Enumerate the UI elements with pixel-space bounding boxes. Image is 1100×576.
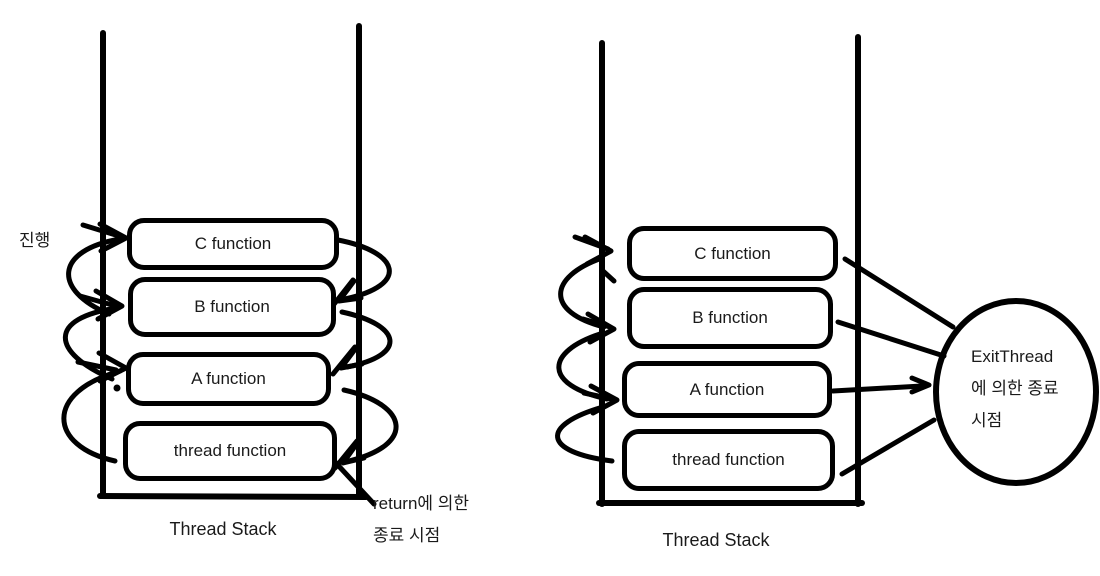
progress-arrow-shaft-b (77, 293, 119, 309)
connector-a-arrowhead (909, 375, 932, 395)
return-barb-a (330, 344, 358, 377)
left-stack-box-b-function: B function (128, 277, 336, 337)
connector-c-function (842, 256, 956, 330)
progress-label: 진행 (19, 231, 51, 250)
right-stack-box-b-function: B function (627, 287, 833, 349)
left-stack-box-a-function: A function (126, 352, 331, 406)
return-note-line1: return에 의한 (373, 494, 470, 513)
exitthread-note-line2: 에 의한 종료 (971, 379, 1059, 398)
right-stack-caption: Thread Stack (662, 530, 770, 550)
left-stack-box-thread-function: thread function (123, 421, 337, 481)
return-arc-c-to-b (335, 237, 392, 302)
progress-arrow-shaft-c (80, 222, 122, 239)
return-note: return에 의한 종료 시점 (373, 488, 469, 552)
progress-arrowhead-c (97, 221, 129, 254)
left-stack-box-c-function: C function (127, 218, 339, 270)
stray-dash (600, 268, 617, 284)
return-arc-a-to-thread (341, 387, 399, 464)
progress-arc-a-to-b (62, 305, 120, 382)
progress-arrow-shaft-a (75, 359, 119, 373)
left-stack-caption: Thread Stack (169, 519, 277, 539)
exitthread-note: ExitThread 에 의한 종료 시점 (971, 341, 1059, 437)
exitthread-note-line1: ExitThread (971, 347, 1054, 366)
return-note-line2: 종료 시점 (373, 526, 441, 545)
right-stack-frame (596, 34, 865, 507)
progress-arc-thread-to-a (61, 368, 123, 464)
return-arc-b-to-a (339, 309, 393, 370)
progress-arrowhead-b (93, 288, 125, 322)
progress-arc-bottom (555, 404, 615, 464)
left-stack-return-arrows (328, 237, 399, 507)
connector-thread-function (839, 417, 937, 477)
right-stack-progress-arrows (555, 234, 620, 464)
right-stack-box-thread-function: thread function (622, 429, 835, 491)
right-stack-box-a-function: A function (622, 361, 832, 418)
exit-connectors (830, 256, 956, 477)
exitthread-ellipse (933, 298, 1099, 486)
right-stack-box-c-function: C function (627, 226, 838, 281)
progress-arrowhead-b (585, 311, 617, 345)
connector-a-function (830, 383, 925, 394)
connector-b-function (835, 319, 947, 359)
progress-arrow-shaft-a (581, 390, 615, 402)
left-stack-progress-arrows (61, 221, 129, 464)
stray-dot (113, 384, 121, 392)
progress-arc-b-to-c (66, 236, 123, 317)
return-note-leader-line (332, 459, 377, 507)
exitthread-note-line3: 시점 (971, 411, 1003, 430)
left-stack-bottom (97, 493, 369, 500)
left-stack-frame (97, 23, 369, 500)
